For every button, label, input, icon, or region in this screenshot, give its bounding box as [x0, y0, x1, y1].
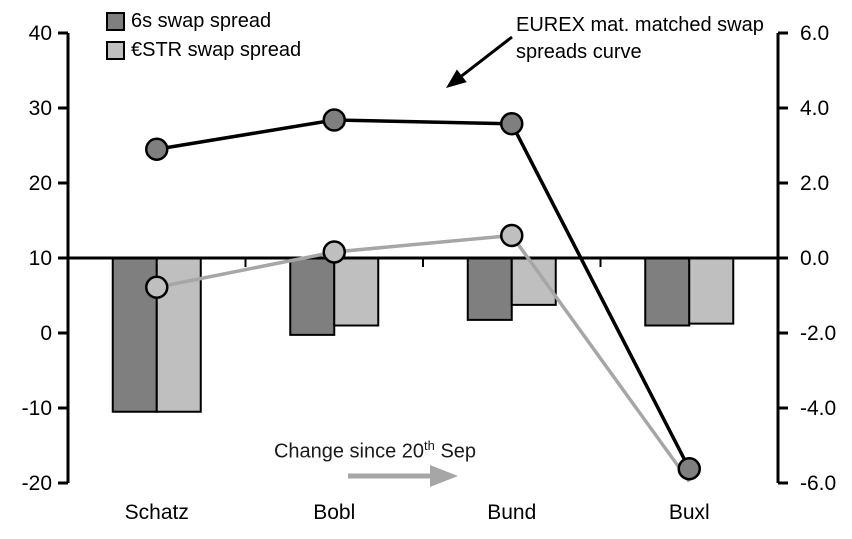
left-axis-tick-label: 20 — [29, 172, 52, 195]
x-axis-label-buxl: Buxl — [669, 501, 710, 524]
left-axis-tick-label: 10 — [29, 247, 52, 270]
line-series-1 — [156, 233, 691, 483]
legend-swatch-estr — [106, 40, 125, 60]
marker-0-bobl — [322, 108, 346, 132]
bar-1-bobl — [333, 257, 380, 327]
right-axis-tick-label: -2.0 — [800, 322, 836, 345]
bar-0-bund — [466, 257, 513, 321]
change-annotation-prefix: Change since 20 — [273, 440, 425, 463]
curve-annotation-arrow-shaft — [460, 35, 513, 77]
right-axis-tick-label: -6.0 — [800, 472, 836, 495]
change-annotation: Change since 20th Sep — [260, 438, 490, 464]
right-axis-tick-label: 2.0 — [800, 172, 829, 195]
x-axis-label-bobl: Bobl — [313, 501, 355, 524]
legend-item-6s: 6s swap spread — [106, 11, 301, 31]
change-arrow-head — [430, 465, 458, 487]
line-series-0 — [156, 118, 691, 470]
bar-0-bobl — [289, 257, 336, 336]
marker-1-bobl — [322, 240, 346, 264]
left-axis-tick-label: 40 — [29, 22, 52, 45]
right-axis-tick-label: 6.0 — [800, 22, 829, 45]
left-axis-tick-label: -20 — [22, 472, 52, 495]
legend-item-estr: €STR swap spread — [106, 40, 301, 60]
bar-0-buxl — [644, 257, 691, 327]
left-axis-tick-label: -10 — [22, 397, 52, 420]
right-axis-tick-label: 4.0 — [800, 97, 829, 120]
marker-0-schatz — [145, 137, 169, 161]
left-axis-tick-label: 30 — [29, 97, 52, 120]
x-axis-label-bund: Bund — [487, 501, 536, 524]
change-annotation-sup: th — [424, 438, 435, 453]
chart-legend: 6s swap spread €STR swap spread — [106, 11, 301, 69]
change-annotation-suffix: Sep — [434, 440, 477, 463]
curve-annotation: EUREX mat. matched swap spreads curve — [516, 14, 764, 63]
marker-0-bund — [500, 112, 524, 136]
x-axis-label-schatz: Schatz — [125, 501, 189, 524]
right-axis-tick-label: 0.0 — [800, 247, 829, 270]
left-axis-tick-label: 0 — [40, 322, 52, 345]
marker-0-buxl — [677, 457, 701, 481]
legend-label-estr: €STR swap spread — [131, 39, 302, 61]
right-axis-tick-label: -4.0 — [800, 397, 836, 420]
bar-1-buxl — [688, 257, 735, 325]
marker-1-schatz — [145, 275, 169, 299]
marker-1-bund — [500, 223, 524, 248]
legend-label-6s: 6s swap spread — [131, 10, 272, 32]
legend-swatch-6s — [106, 11, 125, 31]
curve-annotation-arrow-head — [446, 69, 467, 88]
